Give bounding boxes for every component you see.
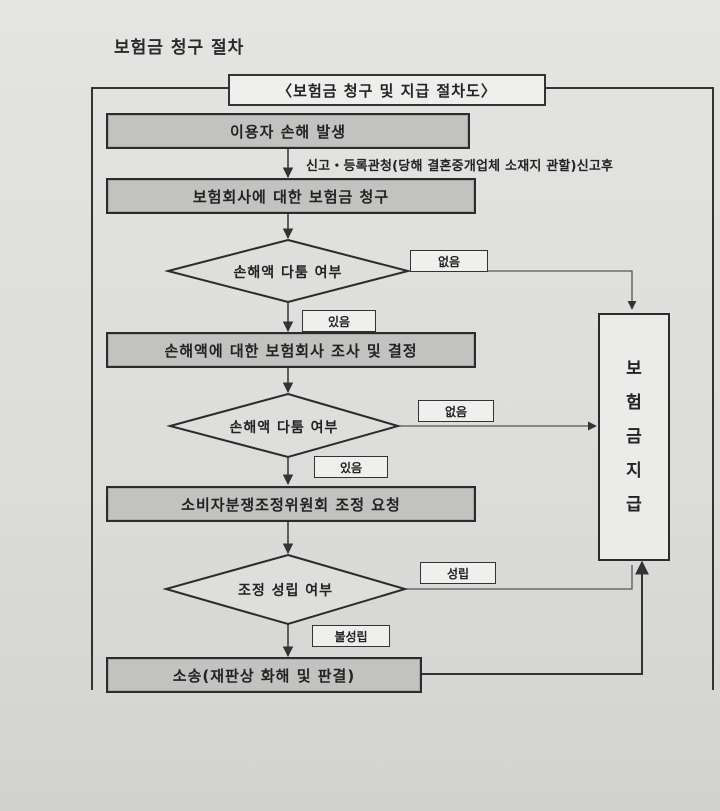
step-loss-occurred: 이용자 손해 발생 xyxy=(106,113,470,149)
step-insurer-investigation: 손해액에 대한 보험회사 조사 및 결정 xyxy=(106,332,476,368)
label-not-settled: 불성립 xyxy=(312,625,390,647)
payout-char: 급 xyxy=(626,495,642,515)
payout-char: 지 xyxy=(626,461,642,481)
label-settled: 성립 xyxy=(420,562,496,584)
outer-frame-line-right xyxy=(542,87,714,690)
decision-text-mediation: 조정 성립 여부 xyxy=(237,583,334,599)
step-mediation-request: 소비자분쟁조정위원회 조정 요청 xyxy=(106,486,476,522)
decision-text-dispute-2: 손해액 다툼 여부 xyxy=(229,420,339,436)
label-exists-1: 있음 xyxy=(302,310,376,332)
label-exists-2: 있음 xyxy=(314,456,388,478)
insurance-payout-box: 보 험 금 지 급 xyxy=(598,313,670,561)
flowchart-title: 〈보험금 청구 및 지급 절차도〉 xyxy=(228,74,546,106)
label-none-2: 없음 xyxy=(418,400,494,422)
outer-frame-line xyxy=(91,87,228,690)
payout-char: 금 xyxy=(626,427,642,447)
step-insurance-claim: 보험회사에 대한 보험금 청구 xyxy=(106,178,476,214)
arrow-settled-to-payout xyxy=(405,565,633,590)
payout-char: 험 xyxy=(626,393,642,413)
note-report-registration: 신고・등록관청(당해 결혼중개업체 소재지 관할)신고후 xyxy=(306,159,614,174)
label-none-1: 없음 xyxy=(410,250,488,272)
decision-diamond-2 xyxy=(166,392,402,459)
step-lawsuit: 소송(재판상 화해 및 판결) xyxy=(106,657,422,693)
decision-diamond-3 xyxy=(162,553,409,626)
arrow-lawsuit-to-payout xyxy=(420,560,649,675)
payout-char: 보 xyxy=(626,359,642,379)
arrow-none1-to-payout xyxy=(408,270,637,310)
decision-diamond-1 xyxy=(164,238,412,304)
decision-text-dispute-1: 손해액 다툼 여부 xyxy=(233,265,343,281)
page-title: 보험금 청구 절차 xyxy=(114,38,245,58)
